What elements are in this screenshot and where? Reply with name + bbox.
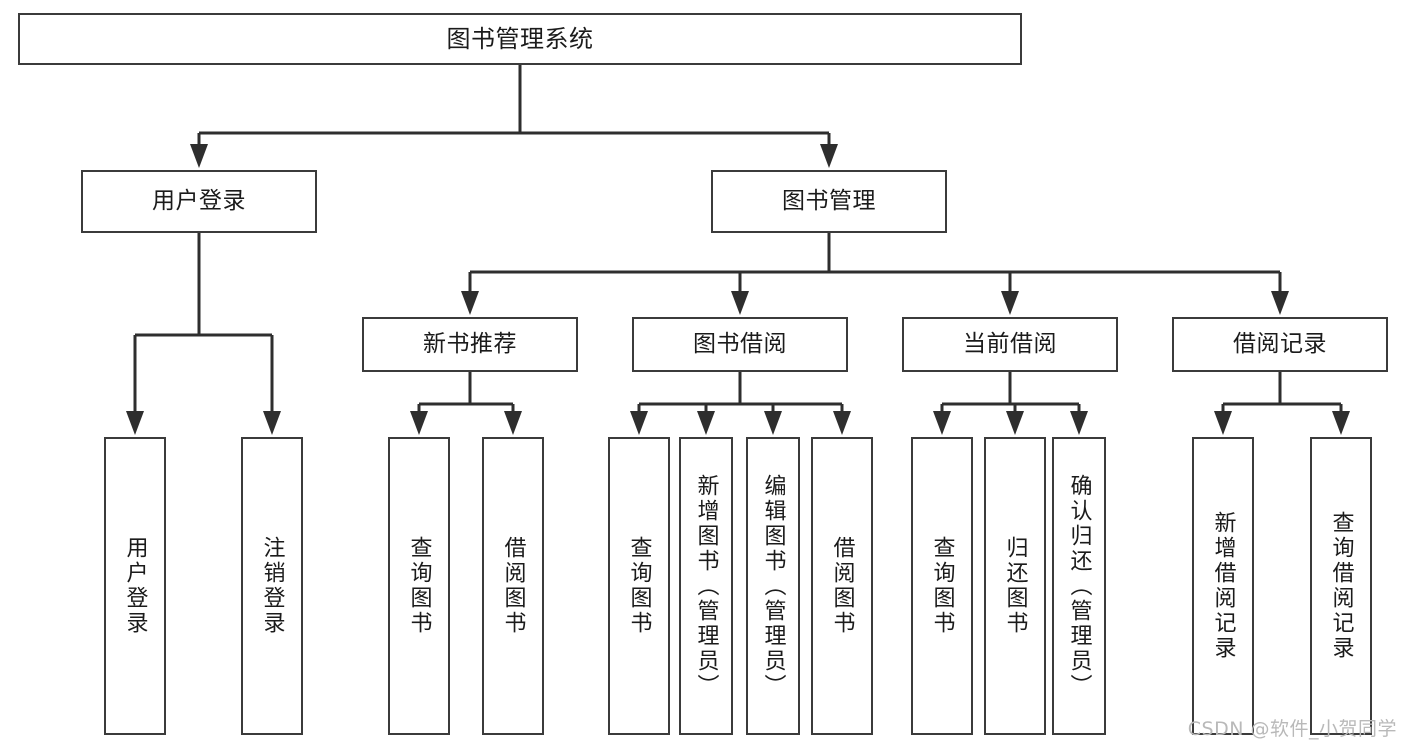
node-label: 归还图书 — [1002, 536, 1028, 636]
node-l-nb-borrow: 借阅图书 — [482, 437, 544, 735]
node-n-book-borrow: 图书借阅 — [632, 317, 848, 372]
node-label: 借阅图书 — [829, 536, 855, 636]
node-label: 图书借阅 — [693, 330, 787, 357]
node-n-new-book-rec: 新书推荐 — [362, 317, 578, 372]
node-label: 查询借阅记录 — [1328, 511, 1354, 661]
node-l-br-add: 新增借阅记录 — [1192, 437, 1254, 735]
node-l-user-login: 用户登录 — [104, 437, 166, 735]
node-n-borrow-record: 借阅记录 — [1172, 317, 1388, 372]
arrowhead-6 — [126, 411, 144, 435]
node-label: 当前借阅 — [963, 330, 1057, 357]
node-n-user-login: 用户登录 — [81, 170, 317, 233]
node-label: 查询图书 — [626, 536, 652, 636]
arrowhead-7 — [263, 411, 281, 435]
node-l-bb-add: 新增图书（管理员） — [679, 437, 733, 735]
arrowhead-3 — [731, 291, 749, 315]
node-label: 编辑图书（管理员） — [760, 473, 786, 699]
node-label: 新增借阅记录 — [1210, 511, 1236, 661]
node-n-book-manage: 图书管理 — [711, 170, 947, 233]
node-l-cb-return: 归还图书 — [984, 437, 1046, 735]
node-root: 图书管理系统 — [18, 13, 1022, 65]
arrowhead-0 — [190, 144, 208, 168]
node-label: 借阅记录 — [1233, 330, 1327, 357]
node-l-bb-edit: 编辑图书（管理员） — [746, 437, 800, 735]
node-label: 用户登录 — [122, 536, 148, 636]
node-l-cb-query: 查询图书 — [911, 437, 973, 735]
node-label: 图书管理 — [782, 187, 876, 214]
node-label: 借阅图书 — [500, 536, 526, 636]
node-label: 确认归还（管理员） — [1066, 473, 1092, 699]
node-label: 新书推荐 — [423, 330, 517, 357]
arrowhead-8 — [410, 411, 428, 435]
watermark-label: CSDN @软件_小贺同学 — [1187, 718, 1397, 740]
arrowhead-12 — [764, 411, 782, 435]
node-label: 图书管理系统 — [446, 24, 594, 53]
arrowhead-18 — [1332, 411, 1350, 435]
arrowhead-15 — [1006, 411, 1024, 435]
arrowhead-11 — [697, 411, 715, 435]
node-l-bb-query: 查询图书 — [608, 437, 670, 735]
arrowhead-10 — [630, 411, 648, 435]
node-l-bb-borrow: 借阅图书 — [811, 437, 873, 735]
node-label: 查询图书 — [929, 536, 955, 636]
arrowhead-4 — [1001, 291, 1019, 315]
node-label: 用户登录 — [152, 187, 246, 214]
arrowhead-1 — [820, 144, 838, 168]
arrowhead-17 — [1214, 411, 1232, 435]
node-l-user-logout: 注销登录 — [241, 437, 303, 735]
node-label: 新增图书（管理员） — [693, 473, 719, 699]
node-label: 注销登录 — [259, 536, 285, 636]
node-n-current-borrow: 当前借阅 — [902, 317, 1118, 372]
node-l-br-query: 查询借阅记录 — [1310, 437, 1372, 735]
node-label: 查询图书 — [406, 536, 432, 636]
arrowhead-5 — [1271, 291, 1289, 315]
arrowhead-9 — [504, 411, 522, 435]
arrowhead-2 — [461, 291, 479, 315]
arrowhead-14 — [933, 411, 951, 435]
arrowhead-16 — [1070, 411, 1088, 435]
node-l-cb-confirm: 确认归还（管理员） — [1052, 437, 1106, 735]
node-l-nb-query: 查询图书 — [388, 437, 450, 735]
arrowhead-13 — [833, 411, 851, 435]
